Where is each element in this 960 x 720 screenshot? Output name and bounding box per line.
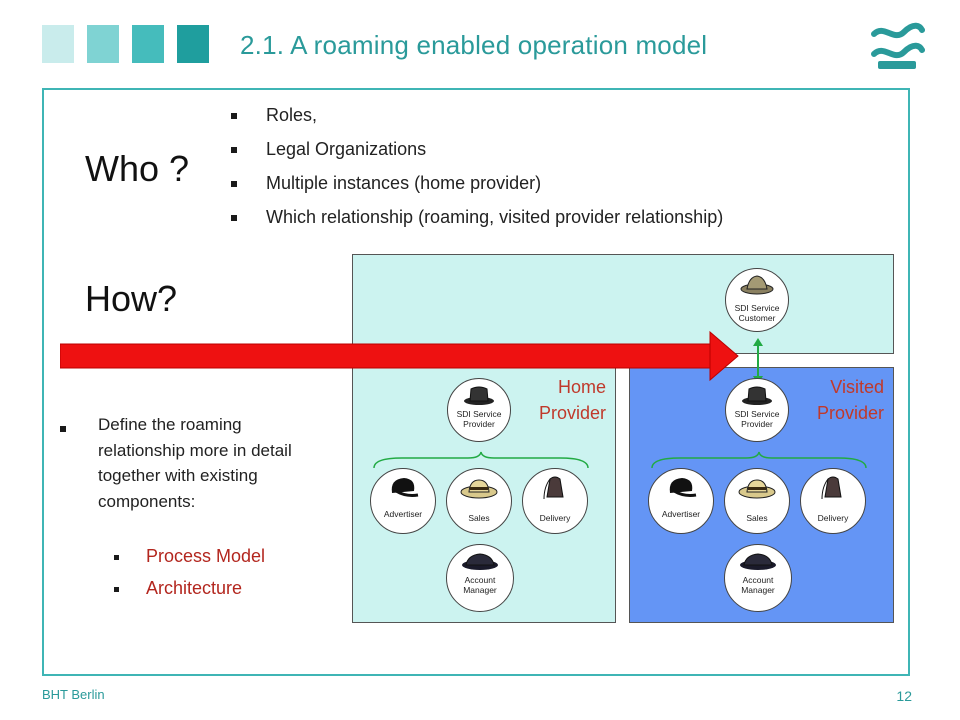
home-advertiser-node: Advertiser [370,468,436,534]
home-sdi-service-provider-node: SDI Service Provider [447,378,511,442]
define-bullet: Define the roaming relationship more in … [60,412,310,514]
home-provider-node-label: SDI Service Provider [456,409,502,429]
home-advertiser-label: Advertiser [383,509,423,519]
define-text: Define the roaming relationship more in … [98,415,292,511]
roaming-arrow-icon [60,330,739,382]
bullet-multiple-instances: Multiple instances (home provider) [228,166,723,200]
footer-institution: BHT Berlin [42,687,105,702]
header-square-2 [87,25,119,63]
slide-title: 2.1. A roaming enabled operation model [240,30,708,60]
customer-label: SDI Service Customer [734,303,780,323]
top-hat-icon [742,386,772,405]
home-sales-label: Sales [468,513,490,523]
header-square-1 [42,25,74,63]
home-provider-label: Home Provider [538,377,606,423]
header-square-3 [132,25,164,63]
straw-hat-icon [738,479,776,499]
visited-advertiser-node: Advertiser [648,468,714,534]
bowler-hat-icon [740,553,776,570]
cap-icon [391,478,419,497]
bullet-relationship: Which relationship (roaming, visited pro… [228,200,723,234]
home-roles-brace [373,451,589,469]
sub-item-architecture: Architecture [112,572,265,604]
page-number: 12 [896,688,912,704]
straw-hat-icon [460,479,498,499]
sub-item-process-model: Process Model [112,540,265,572]
sub-bullet-list: Process Model Architecture [112,540,265,604]
visited-sdi-service-provider-node: SDI Service Provider [725,378,789,442]
how-heading: How? [85,278,178,319]
visited-account-manager-node: Account Manager [724,544,792,612]
who-bullet-list: Roles, Legal Organizations Multiple inst… [228,98,723,234]
fez-icon [543,476,564,500]
visited-advertiser-label: Advertiser [661,509,701,519]
bht-logo-icon [871,22,925,69]
cap-icon [669,478,697,497]
visited-provider-label: Visited Provider [816,377,884,423]
bowler-hat-icon [462,553,498,570]
visited-sales-node: Sales [724,468,790,534]
home-account-manager-label: Account Manager [463,575,497,595]
visited-account-manager-label: Account Manager [741,575,775,595]
fez-icon [821,476,842,500]
visited-delivery-label: Delivery [817,513,849,523]
header-square-4 [177,25,209,63]
who-heading: Who ? [85,148,190,189]
bullet-legal-organizations: Legal Organizations [228,132,723,166]
visited-delivery-node: Delivery [800,468,866,534]
content-frame [42,88,910,676]
top-hat-icon [464,386,494,405]
sdi-service-customer-node: SDI Service Customer [725,268,789,332]
hat-icon [740,275,774,295]
visited-provider-node-label: SDI Service Provider [734,409,780,429]
bullet-marker [60,426,66,432]
visited-sales-label: Sales [746,513,768,523]
bullet-roles: Roles, [228,98,723,132]
home-account-manager-node: Account Manager [446,544,514,612]
home-sales-node: Sales [446,468,512,534]
home-delivery-node: Delivery [522,468,588,534]
home-delivery-label: Delivery [539,513,571,523]
visited-roles-brace [651,451,867,469]
